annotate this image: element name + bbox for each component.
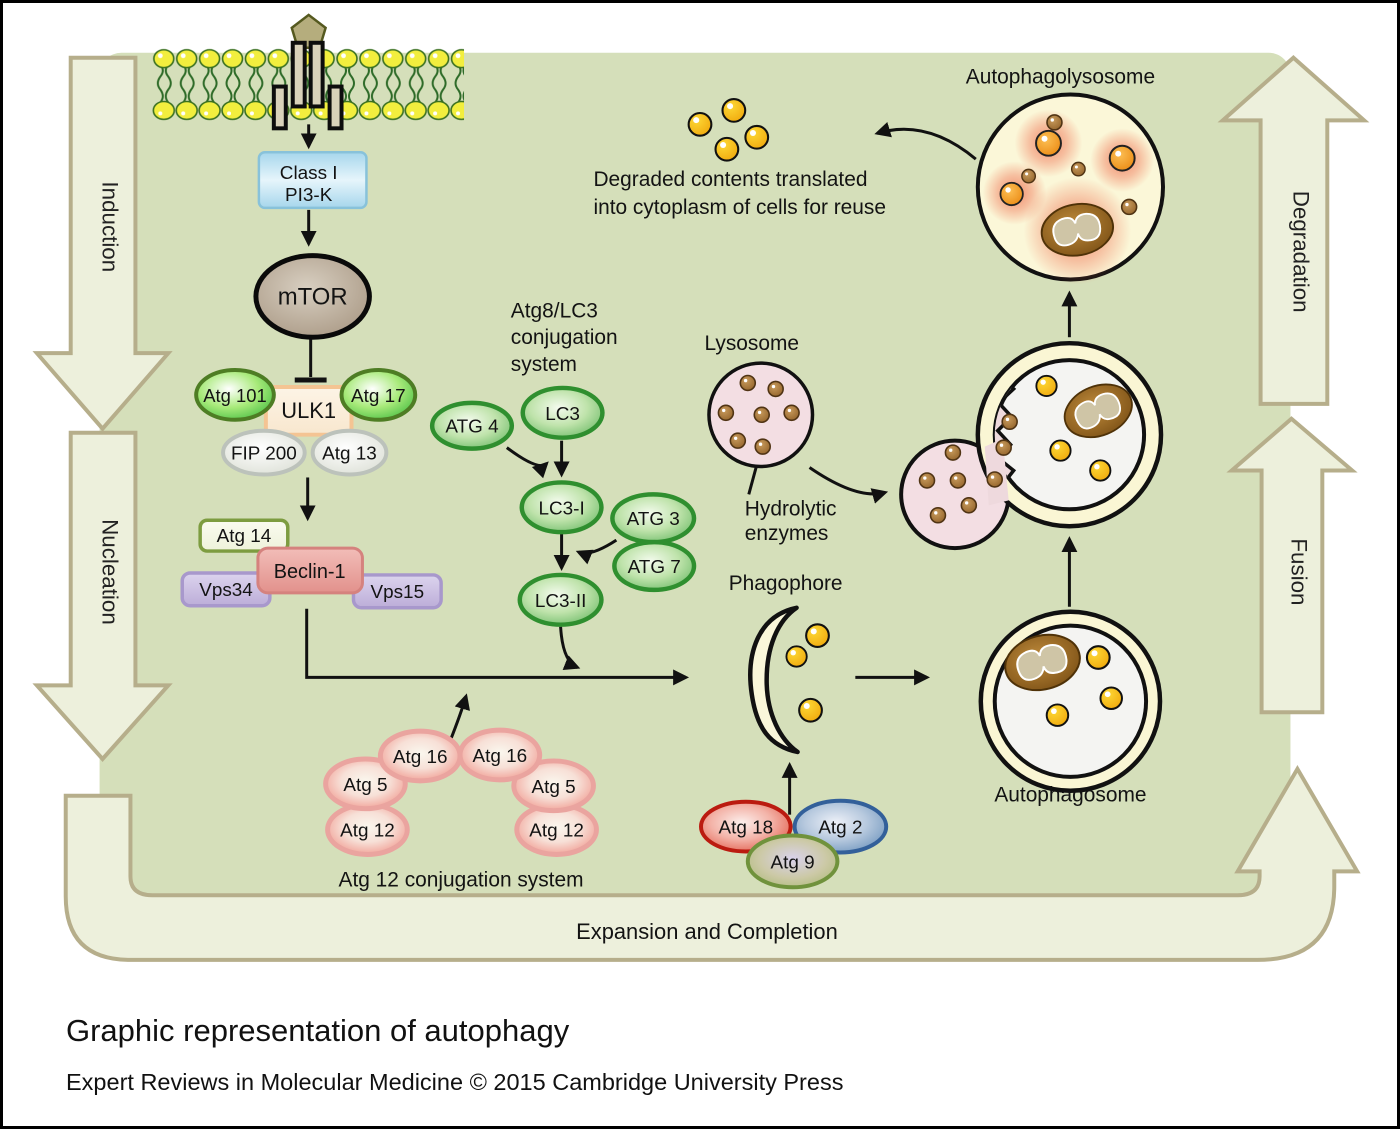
autophagolysosome-icon xyxy=(975,92,1165,285)
figure-source: Expert Reviews in Molecular Medicine © 2… xyxy=(66,1069,844,1095)
induction-arrow xyxy=(32,55,173,432)
fip200-node xyxy=(221,428,307,477)
lc3-label: LC3 xyxy=(545,404,580,425)
diagram-canvas: Class I PI3-K mTOR ULK1 Atg 101 Atg 17 F… xyxy=(32,13,1370,962)
atg9-complex xyxy=(699,798,889,890)
atg14-label: Atg 14 xyxy=(217,526,272,547)
lc3ii-label: LC3-II xyxy=(535,591,586,612)
atg101-node xyxy=(194,368,276,422)
induction-cascade xyxy=(194,150,418,477)
atg101-label: Atg 101 xyxy=(203,385,266,406)
mtor-node xyxy=(253,253,372,340)
atg9-label: Atg 9 xyxy=(771,852,815,873)
autophagosome-label: Autophagosome xyxy=(994,784,1146,807)
degraded-label-line1: Degraded contents translated xyxy=(593,168,867,191)
lc3ii-node xyxy=(517,572,604,627)
atg5-left-label: Atg 5 xyxy=(343,775,387,796)
lc3i-node xyxy=(519,480,604,535)
atg12-system xyxy=(323,727,599,857)
atg7-label: ATG 7 xyxy=(628,557,681,578)
arrow-lc3ii-exit xyxy=(559,626,581,671)
atg13-node xyxy=(310,428,389,477)
stage-arrows xyxy=(32,55,1370,962)
fip200-label: FIP 200 xyxy=(231,444,297,465)
plasma-membrane-icon xyxy=(152,48,465,121)
class1-pi3k-box xyxy=(257,150,368,210)
fusion-label: Fusion xyxy=(1286,538,1311,605)
arrow-lysosome-to-fusion xyxy=(808,466,889,504)
atg7-node xyxy=(612,539,697,593)
lc3-node xyxy=(520,385,605,440)
expansion-label: Expansion and Completion xyxy=(576,919,838,944)
vps34-label: Vps34 xyxy=(199,580,253,601)
induction-label: Induction xyxy=(98,181,123,272)
beclin1-label: Beclin-1 xyxy=(274,561,346,583)
figure-title: Graphic representation of autophagy xyxy=(66,1013,570,1048)
phagophore-membrane xyxy=(748,605,800,755)
fusion-structure-icon xyxy=(899,340,1164,551)
arrow-autophagolysosome-to-degraded xyxy=(874,121,977,161)
atg9-node xyxy=(745,833,840,890)
hydrolytic-label-line1: Hydrolytic xyxy=(745,497,837,520)
atg12-left-label: Atg 12 xyxy=(340,821,395,842)
beclin1-box xyxy=(256,546,364,595)
atg14-box xyxy=(198,518,290,553)
mtor-label: mTOR xyxy=(278,283,348,310)
arrow-atg12-system xyxy=(448,693,470,742)
phagophore-label: Phagophore xyxy=(729,572,843,595)
lysosome-icon xyxy=(707,361,815,469)
fusing-inner-membrane xyxy=(992,358,1147,512)
atg12-system-label: Atg 12 conjugation system xyxy=(339,868,584,891)
atg4-node xyxy=(429,400,515,451)
atg8-system-label-line2: conjugation xyxy=(511,326,618,349)
hydrolytic-label-line2: enzymes xyxy=(745,522,829,545)
receptor-icon xyxy=(271,13,344,131)
nucleation-complex xyxy=(180,518,443,610)
degraded-label-line2: into cytoplasm of cells for reuse xyxy=(593,196,886,219)
autophagosome-icon xyxy=(978,609,1163,794)
vps15-label: Vps15 xyxy=(370,582,424,603)
fusion-arrow xyxy=(1226,416,1358,715)
atg5-right-node xyxy=(511,758,596,814)
class1-pi3k-label-line1: Class I xyxy=(280,163,338,184)
atg3-label: ATG 3 xyxy=(627,509,680,530)
atg16-right-node xyxy=(457,727,543,783)
degradation-label: Degradation xyxy=(1288,191,1313,313)
arrow-beclin-to-phagophore xyxy=(305,608,690,686)
arrow-atg4-curve xyxy=(505,446,549,479)
phagophore-icon xyxy=(748,605,830,755)
class1-pi3k-label-line2: PI3-K xyxy=(285,185,333,206)
nucleation-arrow xyxy=(32,430,173,762)
degradation-arrow xyxy=(1217,55,1370,406)
atg16-left-label: Atg 16 xyxy=(393,747,448,768)
atg2-label: Atg 2 xyxy=(818,818,862,839)
nucleation-label: Nucleation xyxy=(98,519,123,625)
atg12-right-label: Atg 12 xyxy=(529,821,584,842)
atg5-right-label: Atg 5 xyxy=(532,777,576,798)
expansion-banner-arrow xyxy=(63,764,1361,962)
atg13-label: Atg 13 xyxy=(322,444,377,465)
ulk1-label: ULK1 xyxy=(281,398,336,423)
atg16-right-label: Atg 16 xyxy=(473,746,528,767)
atg8-lc3-system xyxy=(429,385,697,627)
lc3i-label: LC3-I xyxy=(538,498,584,519)
atg8-system-label-line3: system xyxy=(511,353,577,376)
atg18-label: Atg 18 xyxy=(718,818,773,839)
atg8-system-label-line1: Atg8/LC3 xyxy=(511,299,598,322)
atg17-node xyxy=(339,368,418,422)
arrow-atg3-atg7-curve xyxy=(575,538,618,565)
autophagolysosome-label: Autophagolysosome xyxy=(966,66,1155,89)
atg17-label: Atg 17 xyxy=(351,386,406,407)
lysosome-label: Lysosome xyxy=(705,332,799,355)
atg4-label: ATG 4 xyxy=(445,417,498,438)
